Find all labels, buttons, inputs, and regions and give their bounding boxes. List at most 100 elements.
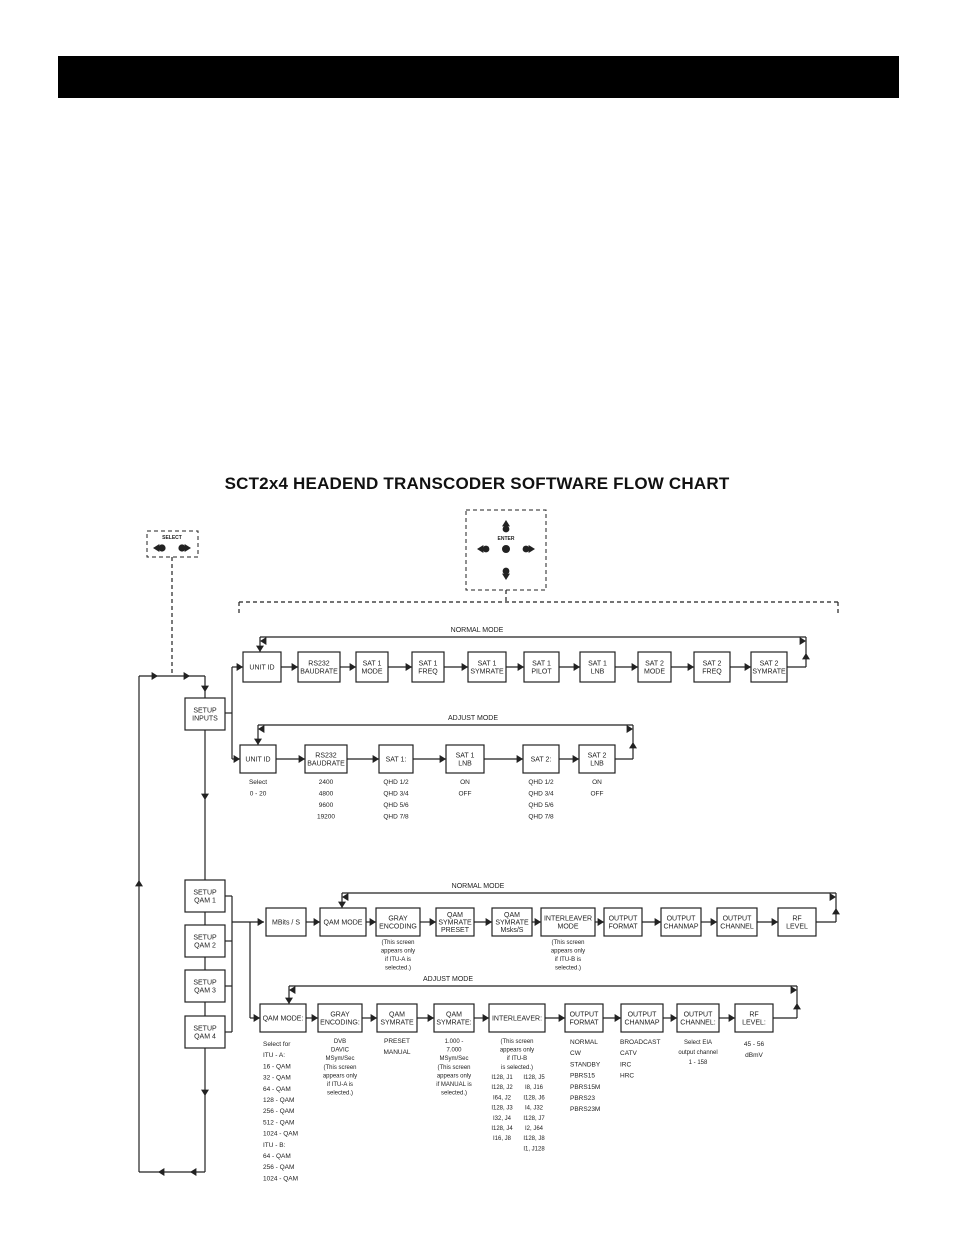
inputs-normal-node-6-label: SAT 1 [588,661,607,668]
setup-inputs-node-label: INPUTS [192,715,218,722]
inputs-adjust-option-2: QHD 3/4 [383,791,409,798]
inputs-normal-node-8 [693,651,731,683]
qam-normal-node-9-label: RF [792,916,801,923]
interleaver-option: I128, J4 [491,1126,513,1132]
qam-adjust-node-2-label: SYMRATE [380,1019,414,1026]
symrate-manual-option: selected.) [441,1091,467,1097]
symrate-manual-option: MSym/Sec [439,1056,468,1062]
down-button-icon [502,567,510,575]
output-format-option: PBRS23M [570,1106,600,1113]
right-arrow-icon [528,545,535,553]
qam-normal-node-0 [265,907,307,937]
arrow-head [257,918,264,926]
inputs-adjust-option-4: QHD 7/8 [528,814,554,821]
arrow-head [793,1003,801,1010]
qam-normal-note-2: selected.) [385,966,411,972]
arrow-head [631,663,638,671]
qam-normal-node-6-label: OUTPUT [609,916,639,923]
qam-normal-node-3-label: PRESET [441,927,470,934]
qam-normal-note-5: appears only [551,949,585,955]
symrate-option: MANUAL [383,1049,410,1056]
arrow-head [687,663,694,671]
interleaver-option: I128, J3 [491,1106,513,1112]
arrow-head [342,893,349,901]
inputs-normal-node-3-label: FREQ [418,668,438,675]
right-button-icon [522,545,530,553]
arrow-head [190,1168,197,1176]
inputs-adjust-option-1: 4800 [319,791,334,798]
inputs-adjust-option-1: 9600 [319,802,334,809]
chanmap-option: CATV [620,1050,638,1057]
gray-encoding-option: (This screen [323,1065,356,1071]
output-format-option: PBRS23 [570,1095,595,1102]
qam-normal-node-4-label: QAM [504,912,520,919]
qam-adjust-node-7-label: CHANNEL: [680,1019,715,1026]
arrow-head [829,893,836,901]
inputs-adjust-option-0: Select [249,779,267,786]
inputs-adjust-option-5: ON [592,779,602,786]
qam-normal-node-4-label: Msks/S [501,927,524,934]
qam-adjust-node-3-label: SYMRATE: [436,1019,471,1026]
setup-qam1-node-label: QAM 1 [194,897,216,904]
interleaver-option: I128, J2 [491,1085,513,1091]
arrow-head [311,1014,318,1022]
qam-mode-option: 64 - QAM [263,1086,291,1093]
inputs-adjust-node-4-label: SAT 2: [531,756,552,763]
qam-adjust-node-6-label: OUTPUT [628,1012,658,1019]
arrow-head [298,755,305,763]
inputs-normal-node-8-label: FREQ [702,668,722,675]
qam-mode-option: 128 - QAM [263,1097,294,1104]
inputs-adjust-option-3: OFF [459,791,472,798]
interleaver-note: is selected.) [501,1065,533,1071]
qam-normal-node-0-label: MBits / S [272,919,300,926]
setup-qam4-node [184,1015,226,1049]
select-keypad [146,530,199,558]
inputs-normal-node-9-label: SYMRATE [752,668,786,675]
qam-adjust-node-1 [317,1003,363,1033]
inputs-normal-node-2-label: MODE [362,668,383,675]
setup-qam2-node-label: QAM 2 [194,942,216,949]
interleaver-option: I8, J16 [525,1085,544,1091]
arrow-head [260,637,267,645]
gray-encoding-option: DAVIC [331,1048,350,1054]
qam-normal-node-4 [491,907,533,937]
qam-normal-node-2-label: GRAY [388,916,408,923]
qam-mode-option: 1024 - QAM [263,1131,298,1138]
inputs-adjust-option-0: 0 - 20 [250,791,267,798]
inputs-normal-node-3-label: SAT 1 [419,661,438,668]
qam-adjust-node-7 [676,1003,720,1033]
arrow-head [802,653,810,660]
arrow-head [799,637,806,645]
arrow-head [710,918,717,926]
qam-normal-node-5-label: MODE [558,923,579,930]
qam-adjust-node-3-label: QAM [446,1012,462,1019]
qam-mode-option: Select for [263,1041,291,1048]
inputs-adjust-option-3: ON [460,779,470,786]
inputs-normal-node-5 [523,651,560,683]
arrow-head [313,918,320,926]
qam-normal-node-3-label: QAM [447,912,463,919]
output-channel-option: 1 - 158 [689,1060,708,1066]
qam-normal-note-2: appears only [381,949,415,955]
arrow-head [233,755,240,763]
arrow-head [427,1014,434,1022]
down-arrow-icon [502,573,510,580]
inputs-adjust-option-1: 19200 [317,814,335,821]
qam-normal-node-7-label: CHANMAP [663,923,698,930]
arrow-head [670,1014,677,1022]
inputs-adjust-node-5-label: LNB [590,760,604,767]
qam-mode-option: 32 - QAM [263,1075,291,1082]
inputs-adjust-option-1: 2400 [319,779,334,786]
qam-normal-node-5 [540,907,596,937]
arrow-head [485,918,492,926]
inputs-normal-node-6 [579,651,616,683]
gray-encoding-option: appears only [323,1073,357,1079]
inputs-adjust-node-5-label: SAT 2 [588,753,607,760]
chanmap-option: BROADCAST [620,1039,660,1046]
header-bar [58,56,899,98]
interleaver-note: (This screen [500,1039,533,1045]
arrow-head [253,1014,260,1022]
inputs-normal-node-7-label: MODE [644,668,665,675]
arrow-head [338,901,346,908]
